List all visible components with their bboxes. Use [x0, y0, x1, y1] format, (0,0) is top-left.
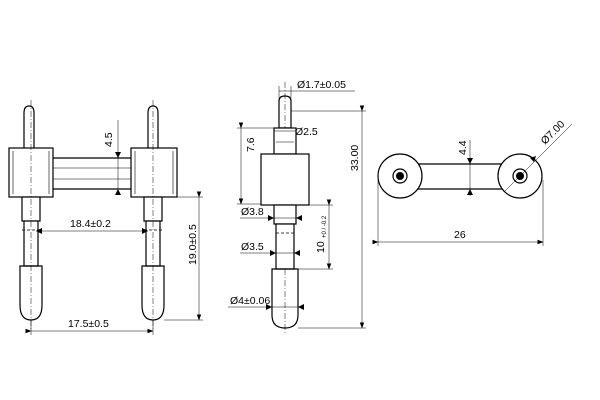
- dim-tip-length: 7.6: [237, 122, 274, 205]
- dim-shoulder-dia: Ø2.5: [274, 126, 318, 138]
- dim-height-upper: 4.5: [103, 120, 121, 195]
- dim-tip-dia: Ø1.7±0.05: [278, 79, 355, 98]
- dim-mid-length-text: 10: [315, 241, 327, 253]
- dim-inner-span: 18.4±0.2: [36, 218, 148, 234]
- dim-inner-span-text: 18.4±0.2: [70, 218, 111, 230]
- dim-pitch: 17.5±0.5: [25, 318, 154, 335]
- dim-tip-length-text: 7.6: [245, 137, 257, 152]
- dim-center-span-text: 26: [454, 229, 466, 241]
- dim-height-lower-text: 19.0±0.5: [187, 224, 199, 265]
- dim-height-upper-text: 4.5: [103, 132, 115, 147]
- front-view: 4.5 18.4±0.2 19.0±0.5 17.5±0.5: [8, 100, 203, 335]
- connecting-bar: [53, 157, 131, 190]
- dim-mid-length-tol-text: +0 / -0.2: [322, 215, 328, 238]
- dim-neck-dia-text: Ø3.8: [241, 206, 264, 218]
- dim-pitch-text: 17.5±0.5: [68, 318, 109, 330]
- dim-pin-dia: Ø4±0.06: [228, 295, 304, 310]
- dim-center-span: 26: [372, 180, 544, 246]
- top-view: 4.4 Ø7.00 26: [372, 118, 573, 246]
- dim-shank-dia-text: Ø3.5: [241, 241, 264, 253]
- dim-total-length: 33.00: [291, 105, 366, 329]
- dim-neck-dia: Ø3.8: [240, 206, 302, 221]
- side-view: Ø1.7±0.05 Ø2.5 7.6 33.00 Ø3.8: [228, 79, 366, 335]
- left-boss: [377, 153, 423, 199]
- left-pin: [8, 100, 54, 330]
- dim-tip-dia-text: Ø1.7±0.05: [297, 79, 346, 91]
- right-pin: [130, 100, 178, 330]
- dim-height-lower: 19.0±0.5: [162, 191, 203, 321]
- dim-web-width: 4.4: [457, 140, 473, 196]
- dim-shank-dia: Ø3.5: [240, 241, 300, 256]
- dim-pin-dia-text: Ø4±0.06: [230, 295, 270, 307]
- dim-shoulder-dia-text: Ø2.5: [295, 126, 318, 138]
- dim-web-width-text: 4.4: [457, 140, 469, 155]
- dim-total-length-text: 33.00: [349, 145, 361, 171]
- dim-mid-length: 10 +0 / -0.2: [296, 199, 333, 270]
